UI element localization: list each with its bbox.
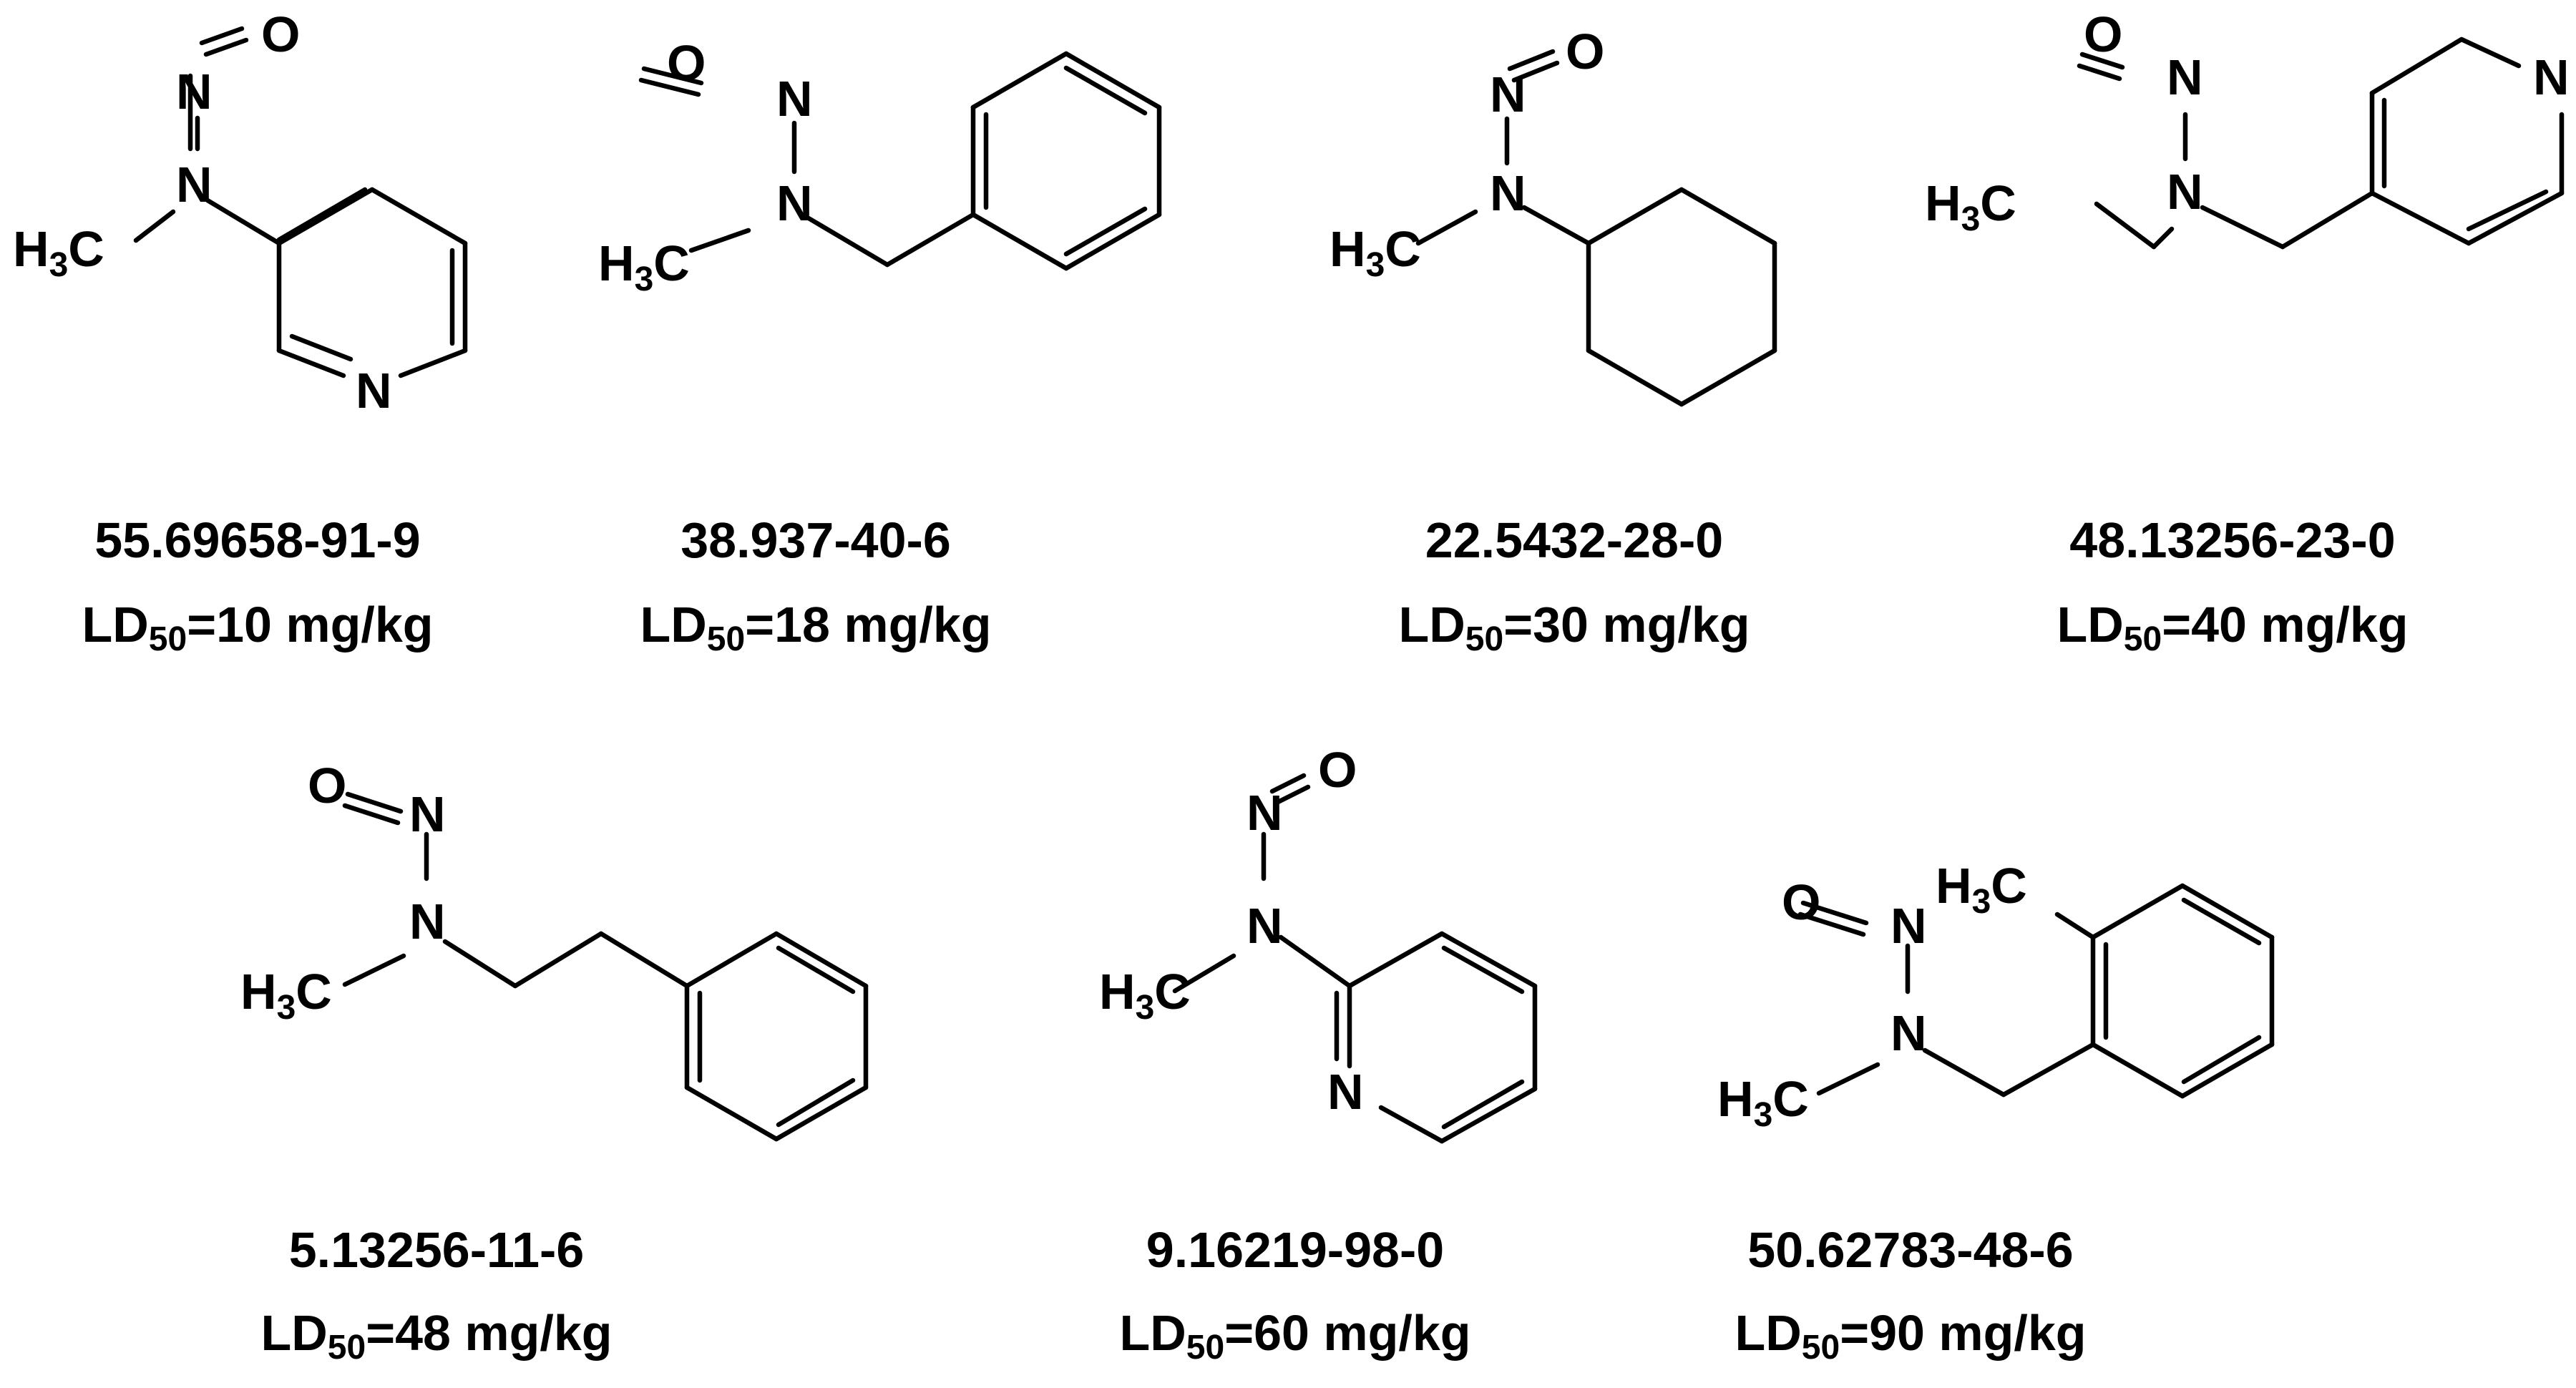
ld50-label: LD50=40 mg/kg [2057,597,2409,658]
nitrogen-label: N [176,157,213,212]
ld50-label: LD50=48 mg/kg [260,1305,613,1367]
methyl-label: H3C [1330,221,1421,284]
compound-2: O N N H3C 38.937-40-6 LD50=18 mg/kg [572,0,1288,673]
compound-5: O N N H3C 5.13256-11-6 LD50=48 mg/kg [215,715,930,1388]
compound-id: 48.13256-23-0 [2069,512,2396,568]
ld50-label: LD50=10 mg/kg [82,597,434,658]
compound-id: 5.13256-11-6 [288,1222,585,1278]
oxygen-label: O [261,6,300,62]
nitrogen-label: N [1490,165,1526,221]
nitrogen-label: N [409,786,446,842]
methyl-label: H3C [1717,1071,1809,1134]
structure-3: O N N H3C [1330,24,1777,407]
structure-1: O N N H3C N [13,6,468,419]
structure-2: O N N H3C [598,35,1162,298]
structure-4: O N N H3C N [1925,6,2570,250]
methyl-label: H3C [1925,175,2016,238]
ring-nitrogen-label: N [356,363,392,419]
nitrogen-label: N [1890,1005,1927,1061]
nitrogen-label: N [1490,67,1526,122]
nitrogen-label: N [776,71,813,127]
oxygen-label: O [2084,6,2122,62]
compound-id: 38.937-40-6 [680,512,951,568]
oxygen-label: O [667,35,706,91]
ld50-label: LD50=60 mg/kg [1119,1305,1471,1367]
oxygen-label: O [1566,24,1604,79]
ld50-label: LD50=90 mg/kg [1735,1305,2087,1367]
compound-id: 9.16219-98-0 [1146,1222,1445,1278]
compound-6: O N N H3C N 9.16219-98-0 LD50=60 mg/kg [1045,715,1617,1388]
compound-id: 55.69658-91-9 [94,512,421,568]
nitrogen-label: N [409,894,446,949]
ring-nitrogen-label: N [1327,1064,1364,1120]
nitrogen-label: N [176,64,213,119]
compound-1: O N N H3C N 55.69658-91-9 LD50=10 mg/kg [0,0,515,673]
oxygen-label: O [1782,874,1820,930]
methyl-label: H3C [240,964,332,1027]
compound-3: O N N H3C 22.5432-28-0 LD50=30 mg/kg [1288,0,1860,673]
structure-5: O N N H3C [240,758,869,1142]
aryl-methyl-label: H3C [1936,858,2027,921]
ld50-label: LD50=18 mg/kg [640,597,992,658]
nitrogen-label: N [1246,785,1283,841]
structure-7: O N N H3C H3C [1717,858,2275,1134]
oxygen-label: O [1318,742,1357,798]
structure-6: O N N H3C N [1099,742,1538,1144]
nitrogen-label: N [1246,898,1283,954]
nitrogen-label: N [1890,898,1927,954]
compound-7: O N N H3C H3C 50.62783-48-6 LD50=90 mg/k… [1689,715,2576,1388]
methyl-label: H3C [598,235,690,298]
compound-id: 22.5432-28-0 [1425,512,1724,568]
compound-id: 50.62783-48-6 [1747,1222,2074,1278]
compound-4: O N N H3C N 48.13256-23-0 LD50=40 mg/kg [1889,0,2576,673]
ring-nitrogen-label: N [2533,49,2570,105]
nitrogen-label: N [776,175,813,231]
nitrogen-label: N [2167,49,2203,105]
ld50-label: LD50=30 mg/kg [1398,597,1750,658]
methyl-label: H3C [1099,964,1191,1027]
methyl-label: H3C [13,221,104,284]
oxygen-label: O [308,758,346,813]
nitrogen-label: N [2167,164,2203,220]
